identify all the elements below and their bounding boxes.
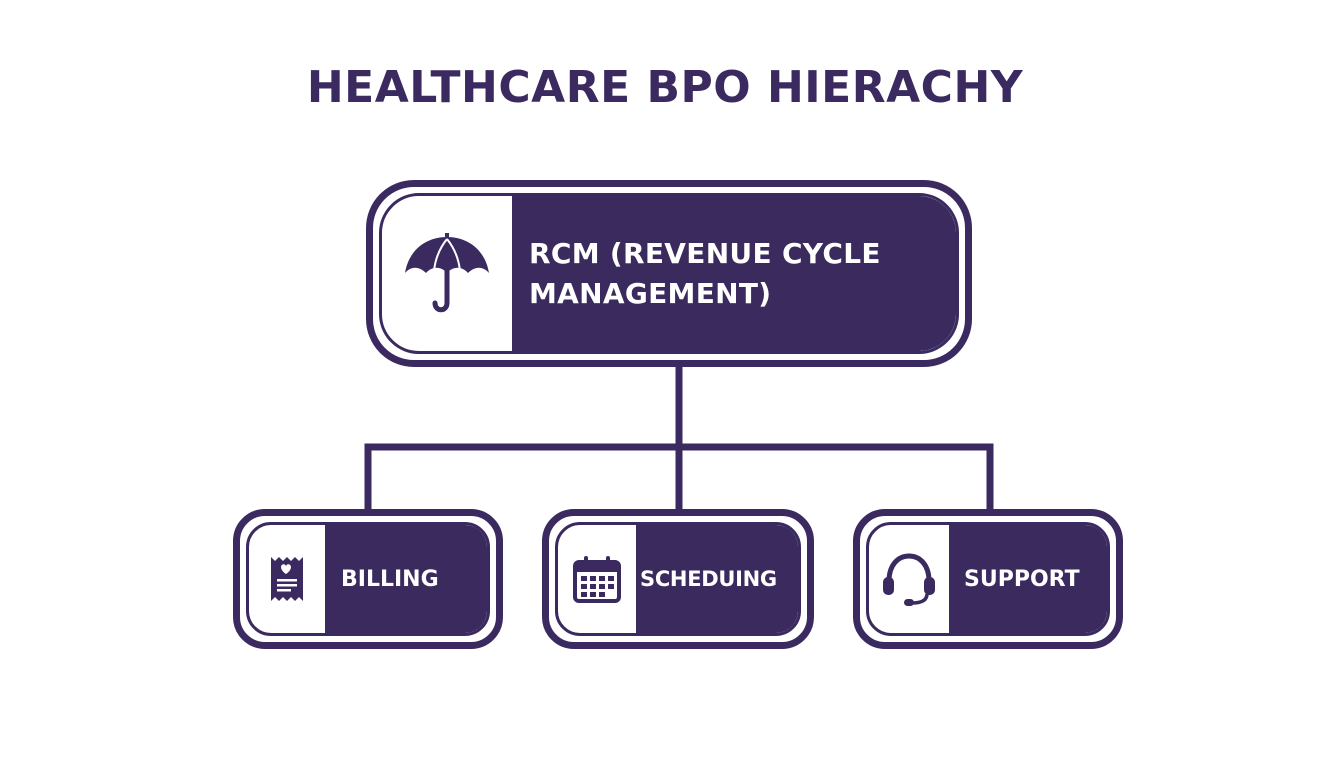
node-scheduling-label: SCHEDUING bbox=[640, 567, 777, 591]
node-billing-label-panel: BILLING bbox=[325, 525, 487, 633]
node-support-label: SUPPORT bbox=[964, 566, 1080, 592]
node-rcm-label-line1: RCM (REVENUE CYCLE bbox=[529, 236, 881, 270]
diagram-title: HEALTHCARE BPO HIERACHY bbox=[306, 62, 1024, 113]
headset-icon bbox=[869, 525, 949, 633]
node-support: SUPPORT bbox=[853, 509, 1123, 649]
node-rcm-label-panel: RCM (REVENUE CYCLE MANAGEMENT) bbox=[512, 196, 956, 351]
node-support-inner: SUPPORT bbox=[866, 522, 1110, 636]
node-billing-label: BILLING bbox=[341, 566, 439, 592]
node-billing: BILLING bbox=[233, 509, 503, 649]
umbrella-icon bbox=[382, 196, 512, 351]
node-rcm-label-line2: MANAGEMENT) bbox=[529, 276, 772, 310]
node-rcm: RCM (REVENUE CYCLE MANAGEMENT) bbox=[366, 180, 972, 367]
node-billing-inner: BILLING bbox=[246, 522, 490, 636]
calendar-icon bbox=[558, 525, 636, 633]
node-support-label-panel: SUPPORT bbox=[949, 525, 1107, 633]
node-rcm-inner: RCM (REVENUE CYCLE MANAGEMENT) bbox=[379, 193, 959, 354]
node-scheduling-label-panel: SCHEDUING bbox=[636, 525, 798, 633]
node-scheduling-inner: SCHEDUING bbox=[555, 522, 801, 636]
node-rcm-label: RCM (REVENUE CYCLE MANAGEMENT) bbox=[529, 234, 881, 314]
node-scheduling: SCHEDUING bbox=[542, 509, 814, 649]
invoice-icon bbox=[249, 525, 325, 633]
